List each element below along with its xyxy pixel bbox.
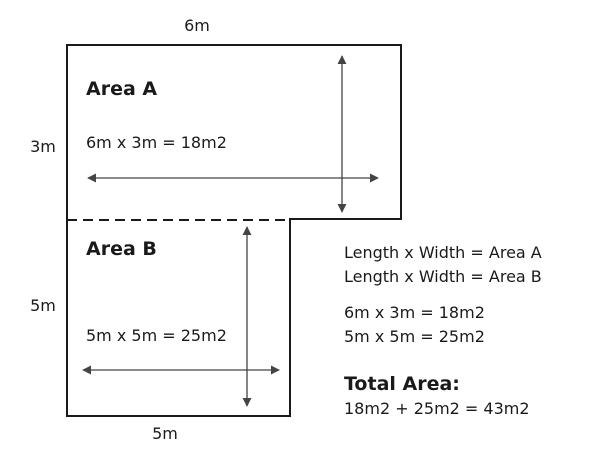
- dimension-top: 6m: [184, 16, 210, 35]
- shape-outline: [66, 44, 402, 417]
- dimension-left-b: 5m: [30, 296, 56, 315]
- formula-line-1: Length x Width = Area A: [344, 243, 542, 262]
- formula-line-2: Length x Width = Area B: [344, 267, 542, 286]
- total-equation: 18m2 + 25m2 = 43m2: [344, 399, 530, 418]
- area-a-equation: 6m x 3m = 18m2: [86, 133, 227, 152]
- dimension-left-a: 3m: [30, 137, 56, 156]
- area-b-title: Area B: [86, 238, 157, 260]
- area-b-equation: 5m x 5m = 25m2: [86, 326, 227, 345]
- calculation-line-1: 6m x 3m = 18m2: [344, 303, 485, 322]
- total-title: Total Area:: [344, 373, 460, 395]
- dimension-bottom: 5m: [152, 424, 178, 443]
- area-a-title: Area A: [86, 78, 157, 100]
- calculation-line-2: 5m x 5m = 25m2: [344, 327, 485, 346]
